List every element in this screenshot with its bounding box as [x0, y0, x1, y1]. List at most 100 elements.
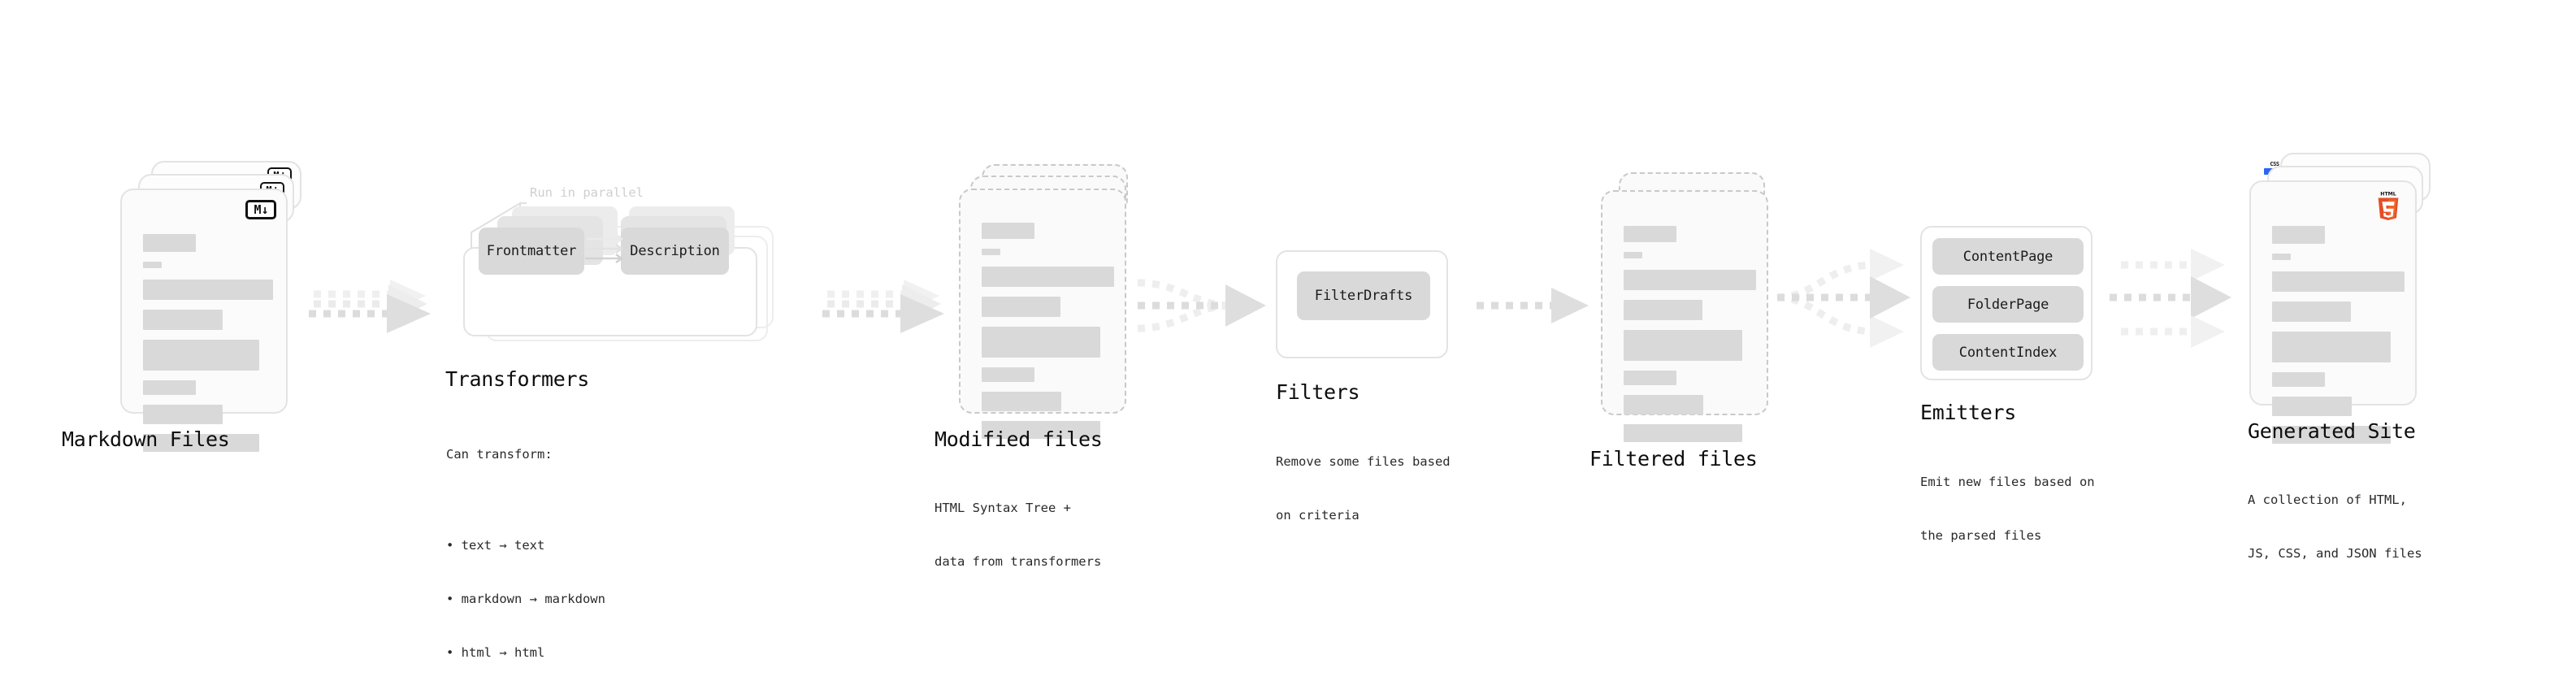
content-line	[2272, 332, 2391, 362]
transformer-chip-frontmatter[interactable]: Frontmatter	[479, 228, 584, 275]
transformers-annotation: Run in parallel	[530, 185, 644, 200]
content-line	[2272, 301, 2351, 322]
content-line	[982, 297, 1060, 317]
html5-badge-icon: HTML	[2378, 192, 2399, 221]
parallel-arrow-3-out	[2110, 249, 2231, 348]
site-desc-line: JS, CSS, and JSON files	[2248, 546, 2422, 561]
markdown-badge-arrow-icon: ↓	[261, 202, 269, 217]
split-arrow-1to3	[1776, 249, 1910, 348]
emitter-chip-folderpage[interactable]: FolderPage	[1932, 286, 2084, 323]
connector-modified-to-filters	[1136, 268, 1278, 358]
filtered-files-title: Filtered files	[1589, 447, 1758, 471]
connector-md-to-transformers	[307, 275, 437, 348]
site-desc-line: A collection of HTML,	[2248, 492, 2407, 507]
modified-card-front	[959, 189, 1126, 439]
connector-filters-to-filtered	[1475, 286, 1597, 335]
content-line	[143, 262, 162, 268]
content-line	[143, 434, 259, 452]
filters-title: Filters	[1276, 380, 1360, 404]
filters-description: Remove some files based on criteria	[1276, 417, 1451, 560]
content-line	[1624, 300, 1702, 320]
filters-desc-line: on criteria	[1276, 508, 1360, 523]
markdown-badge-letter: M	[254, 202, 261, 217]
content-line	[2272, 254, 2291, 260]
markdown-files-title: Markdown Files	[62, 427, 230, 451]
content-line	[143, 310, 223, 330]
content-line	[1624, 252, 1642, 258]
emitters-title: Emitters	[1920, 401, 2017, 424]
emitters-desc-line: Emit new files based on	[1920, 475, 2095, 489]
content-line	[2272, 226, 2325, 244]
stage-modified-files: Modified files HTML Syntax Tree + data f…	[935, 161, 1146, 569]
generated-site-description: A collection of HTML, JS, CSS, and JSON …	[2248, 455, 2422, 598]
site-card-stack: HTML	[2249, 153, 2444, 444]
connector-emitters-to-site	[2108, 236, 2254, 374]
modified-card-stack	[959, 161, 1146, 439]
markdown-card-stack: M↓ M↓ M↓	[120, 161, 307, 452]
transformer-chip-description[interactable]: Description	[621, 228, 729, 275]
content-line	[143, 380, 196, 395]
connector-filtered-to-emitters	[1776, 236, 1922, 374]
modified-desc-line: HTML Syntax Tree +	[935, 501, 1071, 515]
stage-markdown-files: M↓ M↓ M↓	[62, 161, 307, 452]
emitters-description: Emit new files based on the parsed files	[1920, 437, 2095, 580]
content-line	[1624, 226, 1676, 242]
merge-arrow-3to1	[1137, 279, 1266, 332]
modified-files-title: Modified files	[935, 427, 1103, 451]
filters-desc-line: Remove some files based	[1276, 454, 1451, 469]
transformers-desc-line: Can transform:	[446, 447, 553, 462]
emitters-box: ContentPage FolderPage ContentIndex	[1920, 226, 2092, 380]
generated-site-title: Generated Site	[2248, 419, 2416, 443]
markdown-card-content-lines	[143, 234, 273, 462]
content-line	[2272, 426, 2391, 444]
emitters-desc-line: the parsed files	[1920, 528, 2042, 543]
svg-text:HTML: HTML	[2380, 192, 2396, 197]
emitter-chip-contentpage[interactable]: ContentPage	[1932, 238, 2084, 275]
content-line	[1624, 270, 1756, 290]
content-line	[143, 405, 223, 424]
filtered-card-stack	[1601, 172, 1788, 442]
parallel-arrow-3	[822, 280, 944, 333]
filtered-card-front	[1601, 190, 1768, 442]
markdown-badge-front: M↓	[245, 200, 276, 219]
content-line	[982, 223, 1034, 239]
content-line	[1624, 330, 1742, 361]
connector-transformers-to-modified	[821, 275, 951, 348]
content-line	[982, 392, 1061, 411]
content-line	[2272, 372, 2325, 387]
content-line	[143, 340, 259, 371]
modified-desc-line: data from transformers	[935, 554, 1102, 569]
site-card-front-html: HTML	[2249, 180, 2417, 444]
stage-filtered-files: Filtered files	[1589, 172, 1788, 471]
markdown-card-front: M↓	[120, 189, 288, 452]
filter-chip-filterdrafts[interactable]: FilterDrafts	[1297, 271, 1430, 320]
parallel-arrow-3	[309, 280, 431, 333]
modified-files-description: HTML Syntax Tree + data from transformer…	[935, 463, 1101, 606]
modified-card-content-lines	[982, 223, 1114, 449]
content-line	[143, 280, 273, 300]
content-line	[982, 267, 1114, 287]
transformer-inner-arrows	[585, 233, 624, 264]
content-line	[143, 234, 196, 252]
content-line	[2272, 271, 2405, 292]
content-line	[982, 421, 1100, 439]
transformers-box-front: Frontmatter Description	[463, 206, 757, 336]
filtered-card-content-lines	[1624, 226, 1756, 452]
transformers-bullet: • markdown → markdown	[446, 592, 605, 606]
content-line	[982, 367, 1034, 382]
single-arrow	[1477, 288, 1589, 323]
content-line	[1624, 371, 1676, 385]
transformers-bullet: • html → html	[446, 645, 545, 660]
content-line	[982, 327, 1100, 358]
content-line	[1624, 424, 1742, 442]
stage-generated-site: HTML Generated Site A col	[2248, 153, 2444, 561]
site-card-content-lines	[2272, 226, 2405, 453]
content-line	[982, 249, 1000, 255]
content-line	[1624, 395, 1703, 414]
emitter-chip-contentindex[interactable]: ContentIndex	[1932, 334, 2084, 371]
content-line	[2272, 397, 2352, 416]
filters-box: FilterDrafts	[1276, 250, 1448, 358]
transformers-title: Transformers	[445, 367, 590, 391]
transformers-description: Can transform: • text → text • markdown …	[446, 410, 605, 681]
